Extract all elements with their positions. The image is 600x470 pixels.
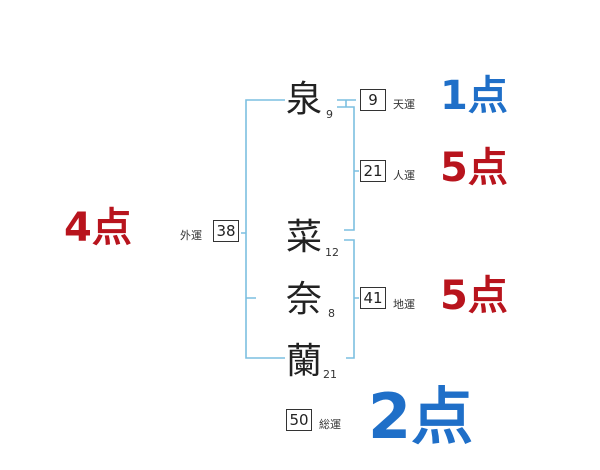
jinkaku-label: 人運 [393, 169, 415, 182]
name-char-3: 奈 [286, 279, 323, 320]
tenkaku-score: 1点 [440, 73, 508, 119]
tenkaku-bracket-line [337, 99, 356, 107]
chikaku-label: 地運 [393, 298, 415, 311]
soukaku-value-box: 50 [286, 409, 312, 431]
jinkaku-score: 5点 [440, 145, 508, 191]
tenkaku-label: 天運 [393, 98, 415, 111]
name-char-2: 菜 [286, 217, 323, 258]
gaikaku-value-box: 38 [213, 220, 239, 242]
chikaku-bracket-line [344, 239, 359, 359]
name-char-2-strokes: 12 [325, 246, 339, 259]
jinkaku-bracket-line [337, 106, 359, 231]
gaikaku-score: 4点 [64, 205, 132, 251]
chikaku-value-box: 41 [360, 287, 386, 309]
name-char-4-strokes: 21 [323, 368, 337, 381]
name-char-4: 蘭 [286, 341, 323, 382]
name-char-3-strokes: 8 [328, 307, 335, 320]
name-char-1-strokes: 9 [326, 108, 333, 121]
soukaku-score: 2点 [368, 380, 474, 453]
gaikaku-label: 外運 [180, 229, 202, 242]
tenkaku-value-box: 9 [360, 89, 386, 111]
jinkaku-value-box: 21 [360, 160, 386, 182]
chikaku-score: 5点 [440, 273, 508, 319]
outer-bracket-line [241, 99, 285, 359]
soukaku-label: 総運 [319, 418, 341, 431]
name-char-1: 泉 [286, 79, 323, 120]
